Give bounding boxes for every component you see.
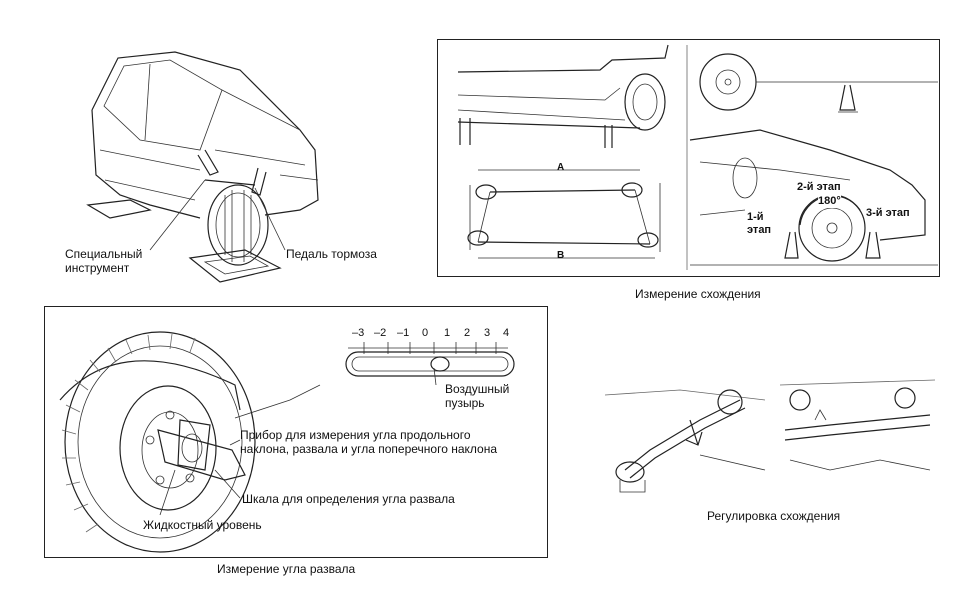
toe-measurement-illustration xyxy=(457,44,938,270)
scale-tick: –3 xyxy=(352,327,365,339)
dimension-b-label: B xyxy=(557,250,565,261)
car-illustration xyxy=(86,51,319,283)
brake-pedal-label: Педаль тормоза xyxy=(286,247,377,261)
scale-tick: 1 xyxy=(444,327,451,339)
stage3-label: 3-й этап xyxy=(866,206,910,220)
camber-measurement-illustration xyxy=(59,331,515,553)
camber-measurement-frame xyxy=(44,306,548,558)
camber-scale-label: Шкала для определения угла развала xyxy=(242,492,455,506)
instrument-label: Прибор для измерения угла продольного на… xyxy=(240,428,498,456)
camber-measurement-caption: Измерение угла развала xyxy=(217,562,356,576)
toe-adjustment-illustration xyxy=(604,379,936,493)
scale-tick: 3 xyxy=(484,327,491,339)
stage1-label: 1-й этап xyxy=(747,211,772,237)
toe-measurement-caption: Измерение схождения xyxy=(635,287,761,301)
camber-scale-ticks: –3 –2 –1 0 1 2 3 4 xyxy=(352,326,512,340)
scale-tick: 2 xyxy=(464,327,471,339)
deg180-label: 180° xyxy=(818,194,841,208)
scale-tick: –2 xyxy=(374,327,387,339)
liquid-level-label: Жидкостный уровень xyxy=(143,518,262,532)
special-tool-label: Специальный инструмент xyxy=(65,247,143,275)
scale-tick: 0 xyxy=(422,327,429,339)
toe-measurement-frame xyxy=(437,39,940,277)
scale-tick: –1 xyxy=(397,327,410,339)
toe-adjustment-caption: Регулировка схождения xyxy=(707,509,841,523)
dimension-a-label: A xyxy=(557,162,565,173)
air-bubble-label: Воздушный пузырь xyxy=(445,382,510,410)
scale-tick: 4 xyxy=(503,327,510,339)
stage2-label: 2-й этап xyxy=(797,180,841,194)
